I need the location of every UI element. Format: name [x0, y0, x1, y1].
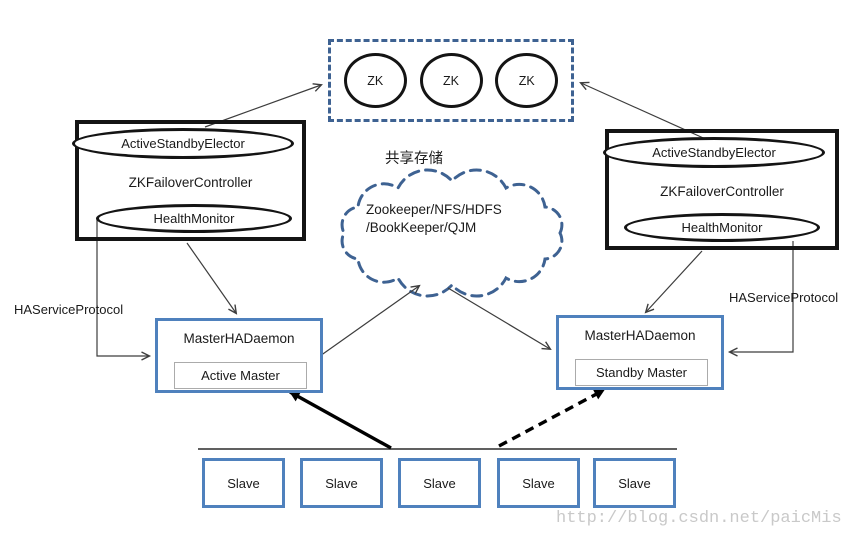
monitor-label: HealthMonitor: [681, 220, 763, 235]
active-master-box: MasterHADaemon Active Master: [155, 318, 323, 393]
zk-node-circle: ZK: [419, 53, 483, 108]
elector-label: ActiveStandbyElector: [652, 145, 776, 160]
standby-master-inner-box: Standby Master: [575, 359, 708, 386]
arrow-left-zkfc-to-active-master: [186, 242, 238, 315]
arrow-cloud-to-standby-master: [447, 287, 552, 351]
ha-service-protocol-label-left: HAServiceProtocol: [14, 302, 124, 317]
zkfc-box-right: [605, 129, 839, 250]
zk-node-circle: ZK: [495, 53, 559, 108]
master-daemon-title: MasterHADaemon: [584, 328, 696, 343]
zk-node-label: ZK: [518, 73, 535, 88]
slave-box: Slave: [202, 458, 285, 508]
slave-box: Slave: [593, 458, 676, 508]
slave-label: Slave: [522, 475, 555, 491]
standby-master-label: Standby Master: [595, 365, 688, 380]
slave-label: Slave: [325, 475, 358, 491]
zkfc-title-left: ZKFailoverController: [128, 175, 253, 190]
health-monitor-ellipse-left: HealthMonitor: [96, 204, 292, 233]
ha-service-protocol-label-right: HAServiceProtocol: [729, 290, 839, 305]
active-master-inner-box: Active Master: [174, 362, 307, 389]
slave-box: Slave: [300, 458, 383, 508]
zkfc-title-right: ZKFailoverController: [660, 184, 784, 199]
arrow-active-master-to-cloud: [319, 284, 421, 357]
watermark: http://blog.csdn.net/paicMis: [556, 509, 842, 528]
slave-label: Slave: [618, 475, 651, 491]
slave-label: Slave: [227, 475, 260, 491]
active-standby-elector-ellipse-left: ActiveStandbyElector: [72, 128, 294, 159]
master-daemon-title: MasterHADaemon: [183, 331, 295, 346]
zk-node-circle: ZK: [343, 53, 407, 108]
elector-label: ActiveStandbyElector: [121, 136, 245, 151]
elbow-haprotocol-left: [96, 219, 152, 361]
arrow-bus-to-active-master: [289, 390, 392, 450]
zk-ensemble-box: ZK ZK ZK: [328, 39, 574, 122]
arrow-bus-to-standby-master: [498, 388, 605, 448]
standby-master-box: MasterHADaemon Standby Master: [556, 315, 724, 390]
arrow-right-zkfc-to-standby-master: [644, 250, 703, 314]
cloud-text-line1: Zookeeper/NFS/HDFS: [366, 202, 502, 217]
monitor-label: HealthMonitor: [153, 211, 235, 226]
zk-node-label: ZK: [367, 73, 384, 88]
active-standby-elector-ellipse-right: ActiveStandbyElector: [603, 137, 825, 168]
slave-label: Slave: [423, 475, 456, 491]
cloud-text-line2: /BookKeeper/QJM: [366, 220, 477, 235]
shared-storage-label: 共享存储: [385, 151, 443, 167]
zk-node-label: ZK: [443, 73, 459, 88]
zkfc-box-left: [75, 120, 306, 241]
elbow-haprotocol-right: [727, 241, 794, 357]
slave-box: Slave: [497, 458, 580, 508]
active-master-label: Active Master: [201, 368, 280, 383]
health-monitor-ellipse-right: HealthMonitor: [624, 213, 820, 242]
slave-box: Slave: [398, 458, 481, 508]
shared-storage-cloud: [340, 168, 564, 298]
cloud-text: Zookeeper/NFS/HDFS /BookKeeper/QJM: [366, 201, 502, 237]
